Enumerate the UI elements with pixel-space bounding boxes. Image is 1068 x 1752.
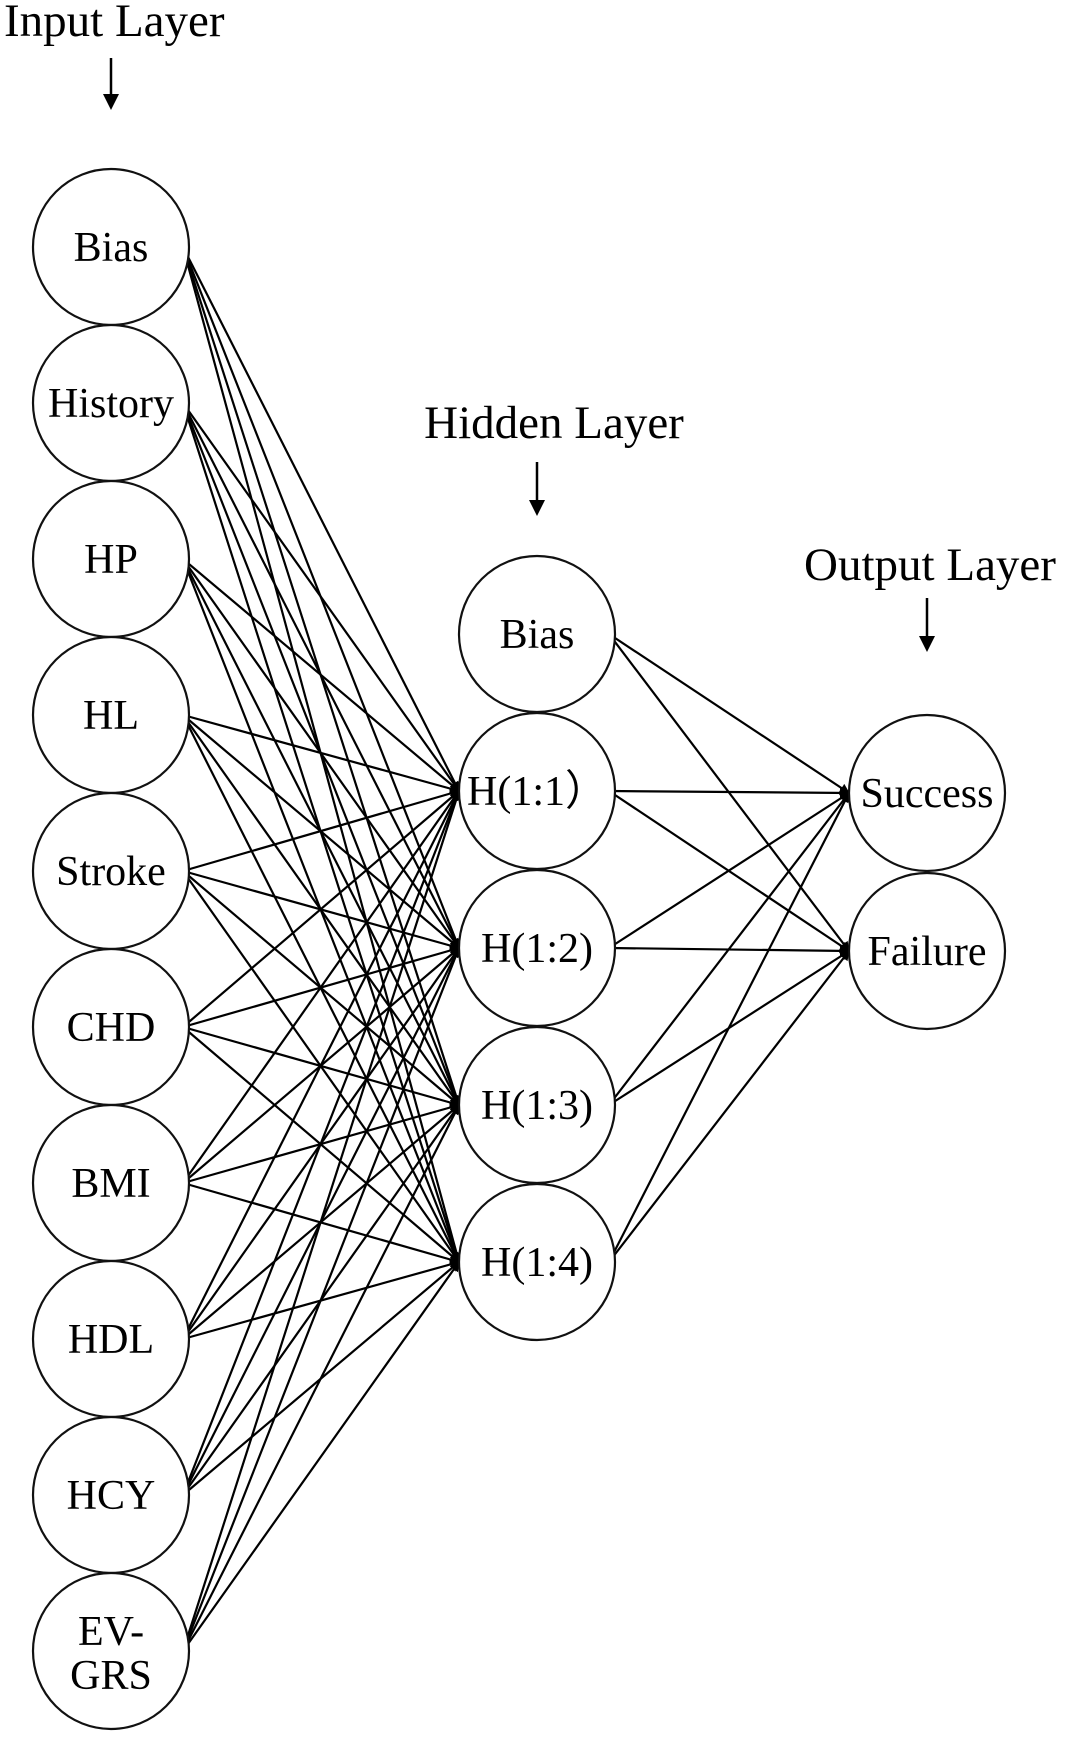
output-node-label: Success: [861, 771, 994, 817]
hidden-output-edge: [608, 792, 850, 1263]
input-node-label: Stroke: [56, 849, 166, 895]
input-node-hp: HP: [31, 479, 191, 639]
input-node-bias: Bias: [31, 167, 191, 327]
input-node-hdl: HDL: [31, 1259, 191, 1419]
input-hidden-edge: [182, 1261, 460, 1652]
input-node-label: HDL: [68, 1317, 154, 1363]
input-node-label: History: [48, 381, 174, 427]
input-node-ev-grs: EV-GRS: [31, 1571, 191, 1731]
hidden-node-label: H(1:1）: [467, 769, 607, 815]
input-node-hl: HL: [31, 635, 191, 795]
input-hidden-edge: [182, 402, 460, 792]
output-node-label: Failure: [868, 929, 987, 975]
input-node-label: CHD: [67, 1005, 156, 1051]
input-layer-arrow-icon: [103, 58, 119, 110]
output-layer-title: Output Layer: [804, 539, 1056, 591]
input-node-label: EV-GRS: [70, 1609, 152, 1699]
hidden-output-edge: [608, 792, 850, 1106]
hidden-node-label: Bias: [500, 612, 575, 658]
input-hidden-edge: [181, 790, 461, 1496]
hidden-node-label: H(1:3): [481, 1083, 593, 1129]
hidden-node-label: H(1:2): [481, 926, 593, 972]
output-layer-arrow-icon: [919, 598, 935, 652]
input-hidden-edge: [182, 790, 460, 1184]
output-node-success: Success: [847, 713, 1007, 873]
input-node-label: HL: [83, 693, 139, 739]
input-node-label: BMI: [71, 1161, 150, 1207]
input-node-bmi: BMI: [31, 1103, 191, 1263]
connections: [181, 246, 850, 1652]
hidden-output-edge: [608, 633, 850, 794]
input-hidden-edge: [182, 713, 460, 794]
output-node-failure: Failure: [847, 871, 1007, 1031]
input-hidden-edge: [182, 558, 460, 792]
input-layer-title: Input Layer: [4, 0, 225, 47]
input-hidden-edge: [182, 790, 460, 1028]
input-node-history: History: [31, 323, 191, 483]
input-hidden-edge: [182, 1104, 460, 1652]
hidden-output-edge: [608, 792, 850, 949]
hidden-node-bias: Bias: [457, 554, 617, 714]
hidden-layer-title: Hidden Layer: [424, 397, 684, 449]
hidden-node-h-1-3: H(1:3): [457, 1025, 617, 1185]
input-hidden-edge: [181, 947, 461, 1652]
input-hidden-edge: [181, 790, 462, 1652]
input-node-label: HCY: [67, 1473, 156, 1519]
input-node-label: HP: [84, 537, 138, 583]
input-node-stroke: Stroke: [31, 791, 191, 951]
input-hidden-edge: [182, 788, 460, 873]
hidden-output-edge: [608, 950, 850, 1263]
hidden-node-h-1-1: H(1:1）: [457, 711, 617, 871]
hidden-output-edge: [608, 787, 850, 798]
input-node-chd: CHD: [31, 947, 191, 1107]
hidden-node-label: H(1:4): [481, 1240, 593, 1286]
hidden-node-h-1-2: H(1:2): [457, 868, 617, 1028]
hidden-layer-arrow-icon: [529, 462, 545, 516]
input-node-hcy: HCY: [31, 1415, 191, 1575]
input-hidden-edge: [182, 246, 460, 792]
input-node-label: Bias: [74, 225, 149, 271]
hidden-node-h-1-4: H(1:4): [457, 1182, 617, 1342]
input-hidden-edge: [182, 790, 460, 1340]
